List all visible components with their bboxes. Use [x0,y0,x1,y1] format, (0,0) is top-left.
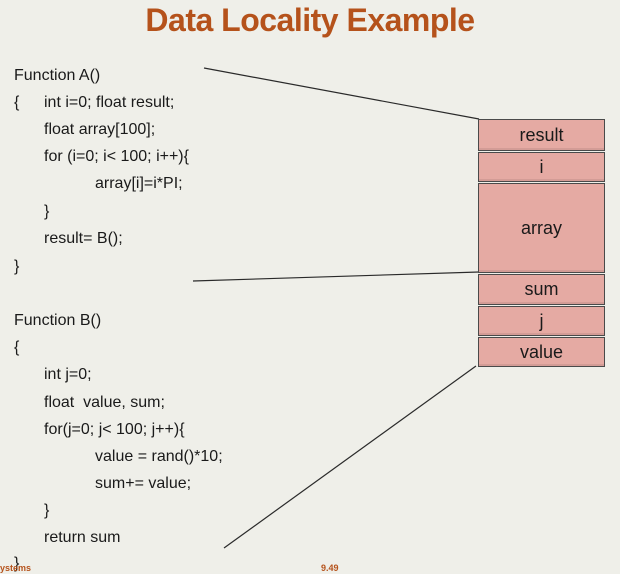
connector-line-function-b-bottom [223,365,477,549]
stack-cell-i: i [478,152,605,182]
code-line: for(j=0; j< 100; j++){ [44,421,185,438]
code-line: Function B() [14,312,102,329]
code-line: for (i=0; i< 100; i++){ [44,148,189,165]
code-line: return sum [44,529,121,546]
slide-title: Data Locality Example [145,2,475,38]
code-line: { [14,339,20,356]
code-line: float value, sum; [44,394,165,411]
code-line: Function A() [14,67,101,84]
stack-cell-sum: sum [478,274,605,305]
stack-cell-array: array [478,183,605,273]
code-line: sum+= value; [95,475,192,492]
stack-cell-j: j [478,306,605,336]
code-line: { [14,94,20,111]
stack-frame-diagram: result i array sum j value [478,119,605,367]
code-line: } [44,502,50,519]
code-line: } [14,258,20,275]
code-line: value = rand()*10; [95,448,223,465]
code-line: } [14,555,20,572]
code-line: int i=0; float result; [44,94,175,111]
stack-cell-result: result [478,119,605,151]
code-line: float array[100]; [44,121,156,138]
code-line: int j=0; [44,366,92,383]
page-number: 9.49 [321,563,339,573]
code-line: array[i]=i*PI; [95,175,183,192]
stack-cell-value: value [478,337,605,367]
code-line: result= B(); [44,230,123,247]
connector-line-function-a-top [203,67,480,120]
connector-line-function-a-bottom [192,271,480,282]
footer-label: ystems [0,563,32,573]
code-line: } [44,203,50,220]
